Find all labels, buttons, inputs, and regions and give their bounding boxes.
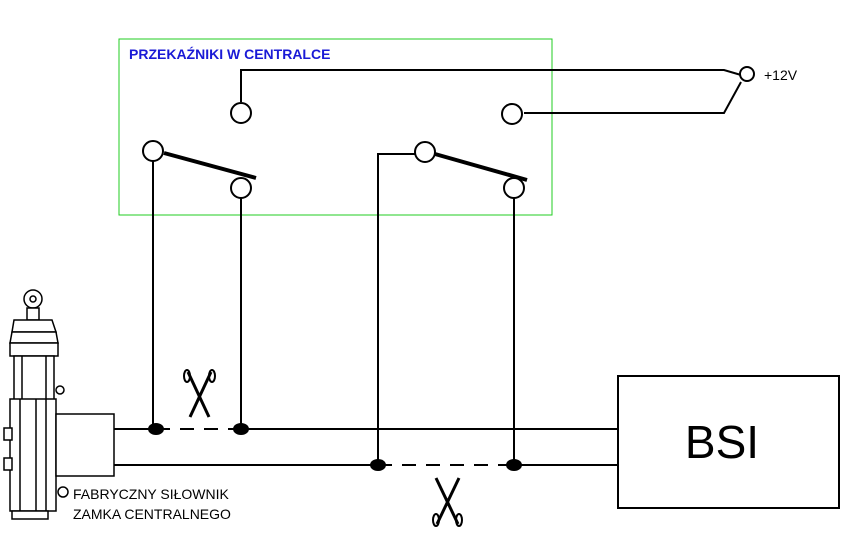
junction-dot [233,423,249,435]
actuator-label-line1: FABRYCZNY SIŁOWNIK [73,486,230,502]
junction-dot [506,459,522,471]
relay-box-title: PRZEKAŹNIKI W CENTRALCE [129,46,330,62]
relay-right-lower-contact [503,177,525,199]
supply-label: +12V [764,67,798,83]
relay-box [118,38,553,216]
relay-left [142,102,257,199]
bsi-label: BSI [685,416,759,468]
relay-right-common-contact [414,141,436,163]
supply-wiring [240,69,742,114]
junction-dot [148,423,164,435]
scissors-icon [183,369,216,418]
scissors-icon [432,477,463,527]
relay-left-lower-contact [230,177,252,199]
relay-leads [152,153,515,465]
junction-dot [370,459,386,471]
relay-left-upper-contact [230,102,252,124]
actuator-drawing [3,289,115,520]
relay-left-common-contact [142,140,164,162]
actuator-label-line2: ZAMKA CENTRALNEGO [73,506,231,522]
bsi-box [617,375,840,509]
supply-terminal [739,66,755,82]
relay-right-upper-contact [501,103,523,125]
relay-right [414,103,528,199]
junctions [148,423,522,471]
